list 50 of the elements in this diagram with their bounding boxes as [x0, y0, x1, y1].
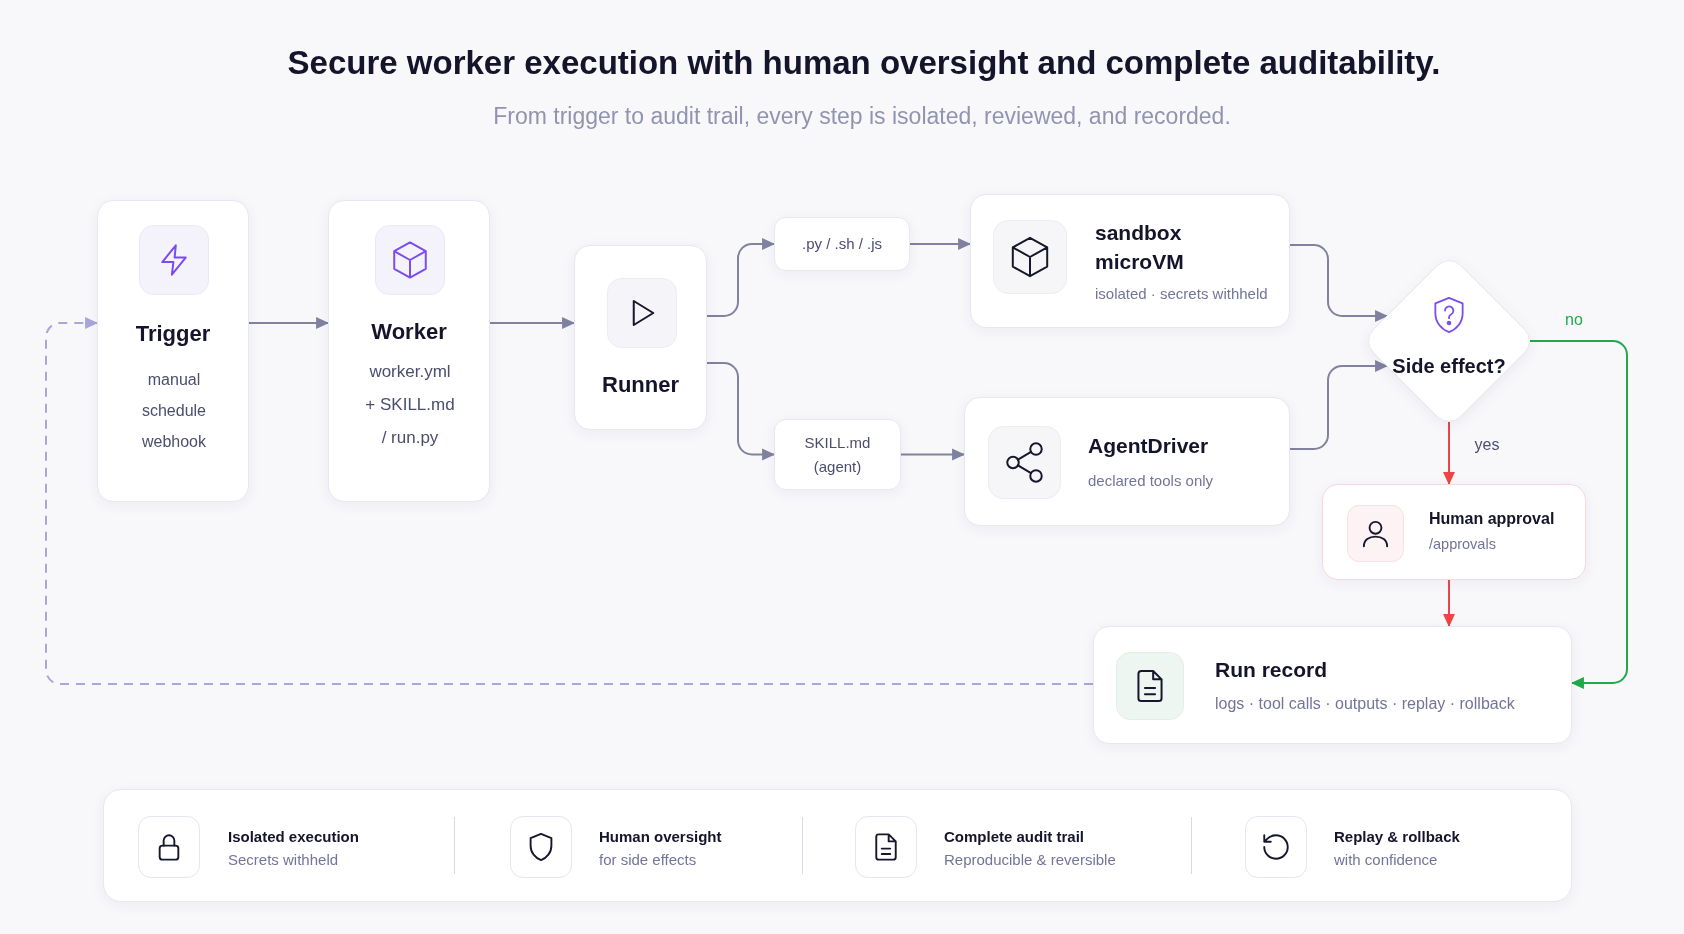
file-card: [774, 217, 910, 271]
arrow: [489, 317, 576, 329]
card-title: Worker: [371, 318, 447, 346]
card-title: Human approval: [1429, 509, 1555, 530]
card-subtitle: /approvals: [1429, 535, 1496, 555]
feature-text: for side effects: [599, 850, 697, 870]
arrow: [1289, 360, 1389, 450]
process-card: [328, 200, 490, 502]
process-card: [574, 245, 707, 430]
arrow: [1443, 579, 1455, 628]
card-text: schedule: [141, 401, 206, 421]
feature-text: Reproducible & reversible: [944, 850, 1116, 870]
approval-card: [1322, 484, 1586, 580]
feature-text: Secrets withheld: [228, 850, 339, 870]
record-card: [1093, 626, 1572, 744]
card-title: Run record: [1215, 656, 1327, 683]
card-subtitle: isolated · secrets withheld: [1095, 284, 1268, 304]
card-text: manual: [147, 370, 201, 390]
arrow: [1529, 340, 1628, 689]
process-card: [964, 397, 1290, 526]
dashed-arrow: [45, 317, 1094, 685]
card-text: webhook: [141, 432, 206, 452]
card-title: Runner: [602, 371, 679, 399]
feature-title: Replay & rollback: [1334, 827, 1460, 847]
feature-title: Complete audit trail: [944, 827, 1085, 847]
arrow: [1443, 421, 1455, 486]
arrow: [706, 362, 776, 461]
arrow: [248, 317, 330, 329]
feature-text: with confidence: [1334, 850, 1438, 870]
feature-title: Isolated execution: [228, 827, 359, 847]
decision-label: Side effect?: [1392, 354, 1506, 378]
arrow: [1289, 244, 1389, 322]
subtitle: From trigger to audit trail, every step is isolated, reviewed, and recorded.: [493, 102, 1231, 130]
file-label: SKILL.md (agent): [803, 432, 872, 477]
file-label: .py / .sh / .js: [802, 234, 882, 254]
file-card: [774, 419, 901, 490]
card-text: worker.yml + SKILL.md / run.py: [364, 361, 456, 449]
arrow: [909, 238, 972, 250]
feature-title: Human oversight: [599, 827, 722, 847]
card-subtitle: logs · tool calls · outputs · replay · rollback: [1215, 693, 1515, 714]
card-title: AgentDriver: [1088, 432, 1209, 459]
card-subtitle: declared tools only: [1088, 470, 1214, 491]
card-title: sandbox microVM: [1095, 220, 1185, 275]
card-title: Trigger: [135, 320, 211, 348]
arrow: [706, 238, 776, 317]
feature-panel: [103, 789, 1572, 902]
process-card: [970, 194, 1290, 328]
diagram-title: Secure worker execution with human oversight and complete auditability.: [287, 43, 1441, 83]
process-card: [97, 200, 249, 502]
arrow: [900, 448, 966, 461]
